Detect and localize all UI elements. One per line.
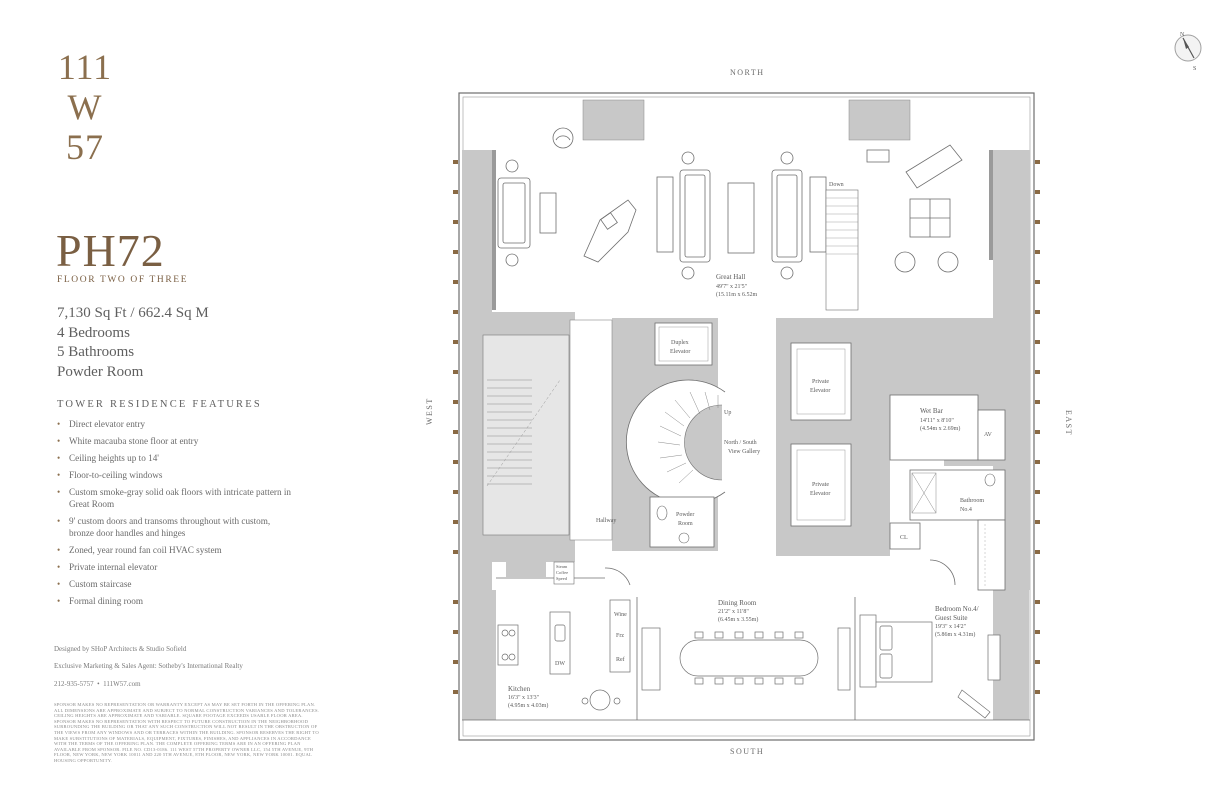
spiral-staircase: [625, 379, 726, 505]
compass-n: N: [1180, 32, 1185, 38]
dining-table: [641, 627, 851, 691]
building-logo: 111 W 57: [50, 48, 120, 168]
closet-label: CL: [900, 535, 908, 541]
bathroom-4-label-1: Bathroom: [960, 498, 984, 504]
up-label: Up: [724, 410, 731, 416]
bedrooms-text: 4 Bedrooms: [57, 324, 130, 341]
unit-stats: 7,130 Sq Ft / 662.4 Sq M 4 Bedrooms 5 Ba…: [57, 304, 209, 382]
powder-label-2: Room: [678, 521, 693, 527]
facade-fins-east: [1035, 160, 1040, 694]
wet-bar: [889, 394, 979, 461]
feature-item: Custom smoke-gray solid oak floors with …: [57, 486, 297, 510]
area-text: 7,130 Sq Ft / 662.4 Sq M: [57, 305, 209, 321]
bedroom-4-name: Bedroom No.4/: [935, 605, 979, 613]
designer-credit: Designed by SHoP Architects & Studio Sof…: [54, 645, 187, 653]
kitchen-dim2: (4.95m x 4.03m): [508, 702, 548, 709]
north-label: NORTH: [730, 68, 765, 77]
bathrooms-text: 5 Bathrooms: [57, 344, 135, 360]
feature-item: Ceiling heights up to 14': [57, 452, 297, 464]
legal-disclaimer: Sponsor makes no representation or warra…: [54, 702, 320, 763]
phone-number[interactable]: 212-935-5757: [54, 680, 94, 688]
hallway-label: Hallway: [596, 518, 616, 524]
bedroom-4-name2: Guest Suite: [935, 614, 967, 622]
kitchen-fixtures: [497, 599, 631, 711]
feature-item: Custom staircase: [57, 578, 297, 590]
lower-walls: [462, 559, 1030, 721]
logo-line-3: 57: [66, 127, 104, 167]
private-elevator-2-label-1: Private: [812, 482, 829, 488]
feature-item: Direct elevator entry: [57, 418, 297, 430]
wine-label: Wine: [614, 612, 627, 618]
west-core: [462, 312, 575, 562]
freezer-label: Frz: [616, 633, 624, 639]
website-link[interactable]: 111W57.com: [103, 680, 141, 688]
feature-item: Formal dining room: [57, 595, 297, 607]
west-label: WEST: [425, 397, 434, 425]
dining-dim2: (6.45m x 3.55m): [718, 616, 758, 623]
down-staircase: [825, 189, 859, 311]
great-hall-dim1: 49'7" x 21'5": [716, 284, 748, 290]
dining-name: Dining Room: [718, 599, 757, 607]
contact-line: 212-935-5757 • 111W57.com: [54, 680, 141, 688]
feature-item: Private internal elevator: [57, 561, 297, 573]
south-label: SOUTH: [730, 747, 764, 756]
gallery-label-2: View Gallery: [728, 449, 760, 455]
down-label: Down: [829, 182, 844, 188]
duplex-elevator: [654, 322, 713, 366]
marketing-credit: Exclusive Marketing & Sales Agent: Sothe…: [54, 662, 243, 670]
private-elevator-1-label-2: Elevator: [810, 388, 830, 394]
gallery-label-1: North / South: [724, 440, 757, 446]
features-list: Direct elevator entry White macauba ston…: [57, 418, 297, 612]
private-elevator-1: [790, 342, 852, 421]
duplex-elevator-label-1: Duplex: [671, 340, 689, 346]
wet-bar-name: Wet Bar: [920, 407, 944, 415]
compass-icon: N S: [1174, 32, 1202, 72]
logo-line-1: 111: [57, 47, 113, 87]
feature-item: White macauba stone floor at entry: [57, 435, 297, 447]
wet-bar-dim2: (4.54m x 2.69m): [920, 425, 960, 432]
kitchen-name: Kitchen: [508, 685, 531, 693]
feature-item: Floor-to-ceiling windows: [57, 469, 297, 481]
bedroom-4-dim1: 19'3" x 14'2": [935, 624, 967, 630]
feature-item: 9' custom doors and transoms throughout …: [57, 515, 297, 539]
feature-item: Zoned, year round fan coil HVAC system: [57, 544, 297, 556]
av-label: AV: [984, 432, 993, 438]
dishwasher-label: DW: [555, 661, 565, 667]
east-label: EAST: [1064, 410, 1073, 436]
logo-line-2: W: [67, 87, 103, 127]
speed-label: Speed: [556, 576, 568, 581]
separator-dot: •: [95, 680, 104, 688]
unit-name: PH72: [56, 225, 165, 276]
great-hall-dim2: (15.11m x 6.52m: [716, 291, 757, 298]
great-hall-furniture: [497, 127, 963, 280]
bathroom-4-label-2: No.4: [960, 507, 972, 513]
facade-fins-west: [453, 160, 458, 694]
private-elevator-2-label-2: Elevator: [810, 491, 830, 497]
features-title: TOWER RESIDENCE FEATURES: [57, 399, 262, 410]
dining-dim1: 21'2" x 11'8": [718, 609, 749, 615]
coffee-label: Coffee: [556, 570, 568, 575]
refrigerator-label: Ref: [616, 656, 625, 663]
compass-s: S: [1193, 66, 1196, 72]
duplex-elevator-label-2: Elevator: [670, 349, 690, 355]
private-elevator-1-label-1: Private: [812, 379, 829, 385]
wet-bar-dim1: 14'11" x 8'10": [920, 418, 954, 424]
private-elevator-2: [790, 443, 852, 527]
floor-label: FLOOR TWO OF THREE: [57, 275, 189, 285]
kitchen-dim1: 16'3" x 13'3": [508, 695, 540, 701]
bedroom-4-furniture: [859, 614, 1001, 719]
great-hall-name: Great Hall: [716, 273, 745, 281]
steam-label: Steam: [556, 564, 568, 569]
bedroom-4-dim2: (5.86m x 4.31m): [935, 631, 975, 638]
powder-label-1: Powder: [676, 512, 694, 518]
powder-text: Powder Room: [57, 363, 144, 380]
